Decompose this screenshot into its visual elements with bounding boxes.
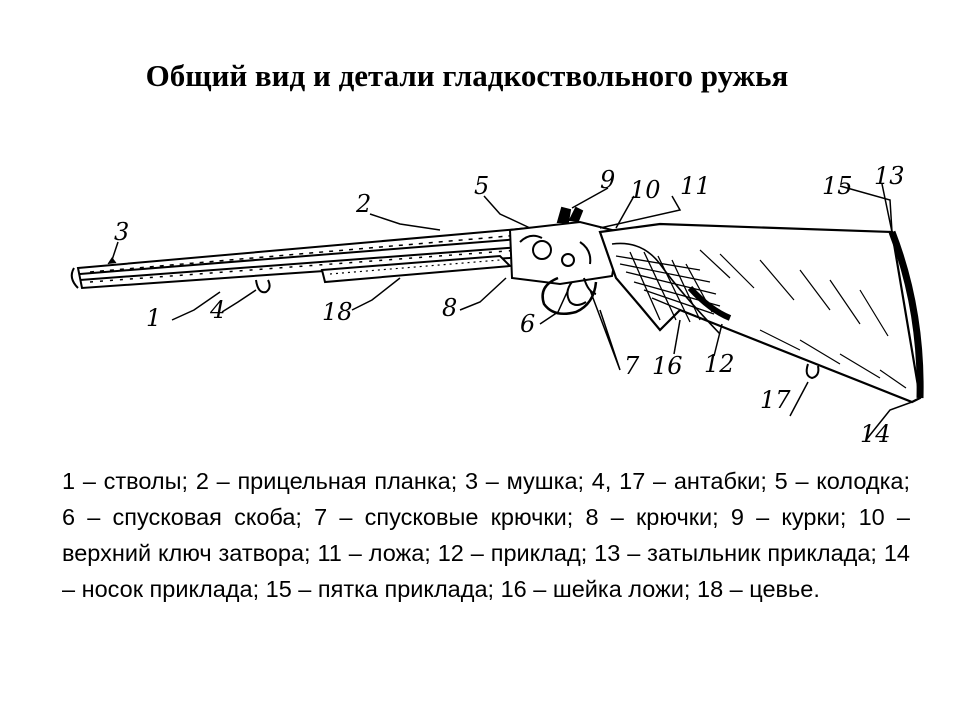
front-swivel	[255, 279, 271, 294]
buttplate	[888, 230, 924, 399]
callout-14: 14	[860, 420, 891, 448]
barrels	[70, 226, 540, 290]
callout-7: 7	[624, 352, 640, 380]
callout-18: 18	[322, 298, 353, 326]
callout-4: 4	[209, 296, 225, 324]
callout-8: 8	[442, 294, 457, 322]
callout-12: 12	[704, 350, 735, 378]
slide-title: Общий вид и детали гладкоствольного ружь…	[145, 58, 789, 93]
shotgun-diagram: 3 2 5 9 10 11 15 13 1 4 18 8 6 7 16 12 1…	[60, 160, 940, 460]
callout-3: 3	[114, 218, 129, 246]
parts-legend: 1 – стволы; 2 – прицельная планка; 3 – м…	[62, 468, 910, 602]
callout-6: 6	[520, 310, 535, 338]
rear-swivel	[805, 363, 820, 380]
stock-hatching	[699, 249, 907, 389]
stock	[598, 222, 922, 404]
callout-5: 5	[474, 172, 489, 200]
callout-9: 9	[600, 166, 615, 194]
callout-1: 1	[146, 304, 161, 332]
wrist-checkering	[615, 251, 732, 323]
shotgun-drawing: 3 2 5 9 10 11 15 13 1 4 18 8 6 7 16 12 1…	[70, 162, 924, 448]
callout-16: 16	[652, 352, 683, 380]
leader-lines	[111, 183, 913, 441]
callout-13: 13	[874, 162, 905, 190]
callout-15: 15	[822, 172, 853, 200]
receiver	[508, 220, 622, 286]
callout-11: 11	[680, 172, 711, 200]
callout-2: 2	[355, 190, 371, 218]
hammers	[556, 206, 584, 223]
callout-10: 10	[630, 176, 661, 204]
callout-17: 17	[760, 386, 791, 414]
